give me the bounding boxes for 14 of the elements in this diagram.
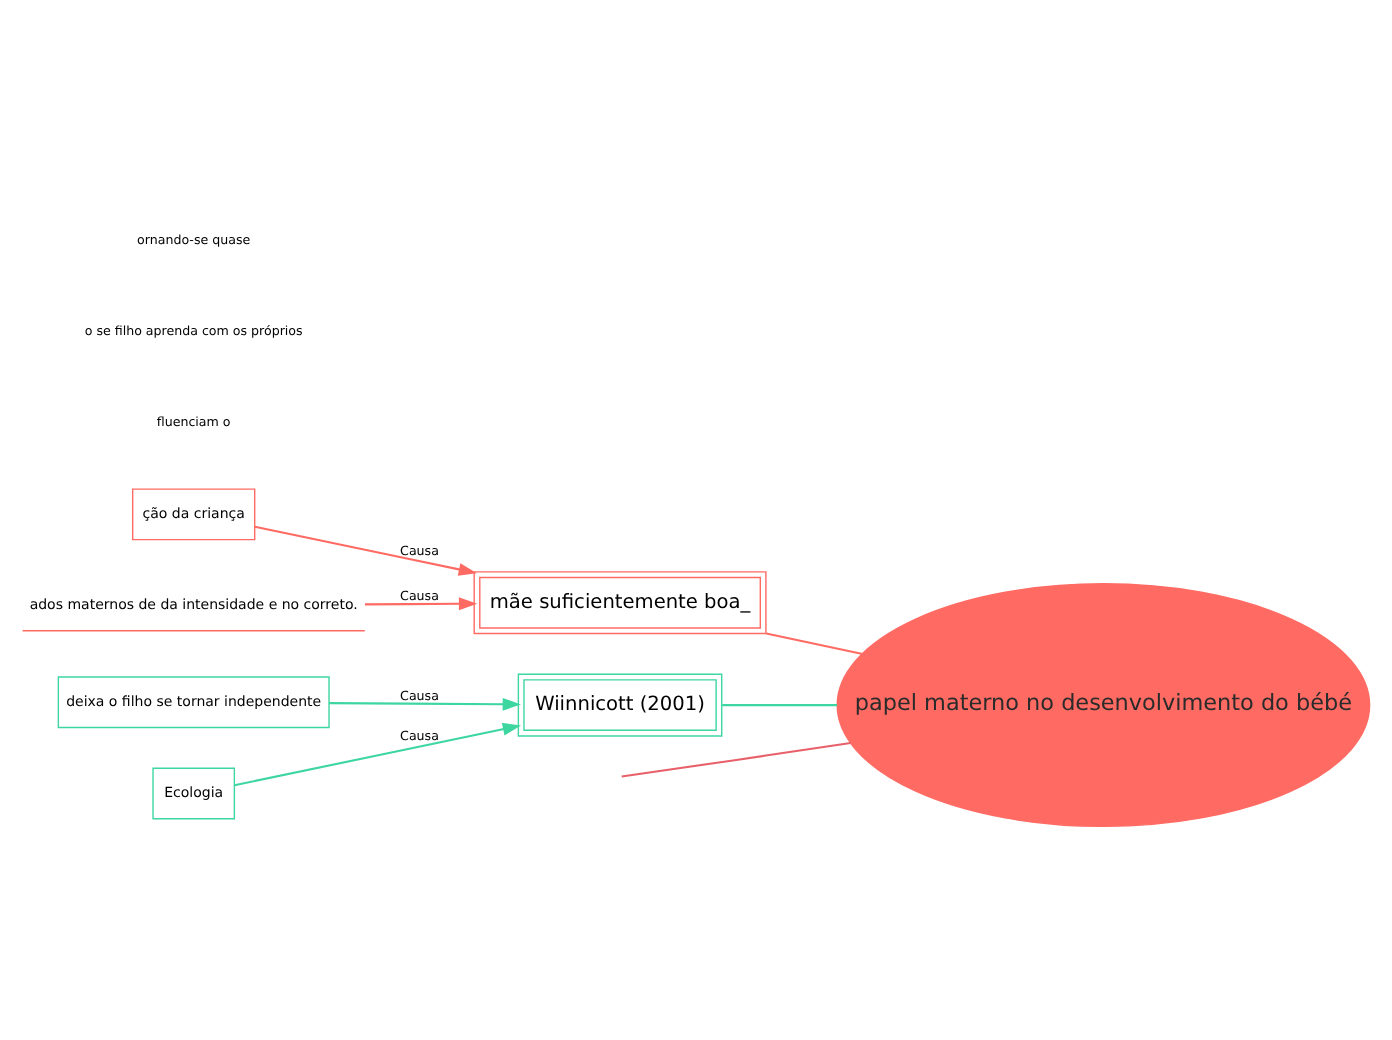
connector: [621, 740, 851, 777]
arrow: [364, 596, 478, 610]
connector: [722, 703, 838, 706]
node-text: ados maternos de da intensidade e no correto.: [29, 594, 358, 613]
connector: [766, 631, 863, 654]
arrow: [234, 721, 522, 786]
node-box: mãe suficientemente boa_: [473, 570, 767, 634]
node-box: Ecologia: [152, 766, 236, 819]
arrow: [254, 524, 477, 575]
arrow: [329, 696, 521, 710]
node-box: deixa o filho se tornar independente: [57, 675, 330, 728]
node-box: Wiinnicott (2001): [517, 672, 723, 736]
node-ellipse: papel materno no desenvolvimento do bébé: [836, 582, 1371, 827]
node-box: ção da criança: [132, 487, 256, 540]
